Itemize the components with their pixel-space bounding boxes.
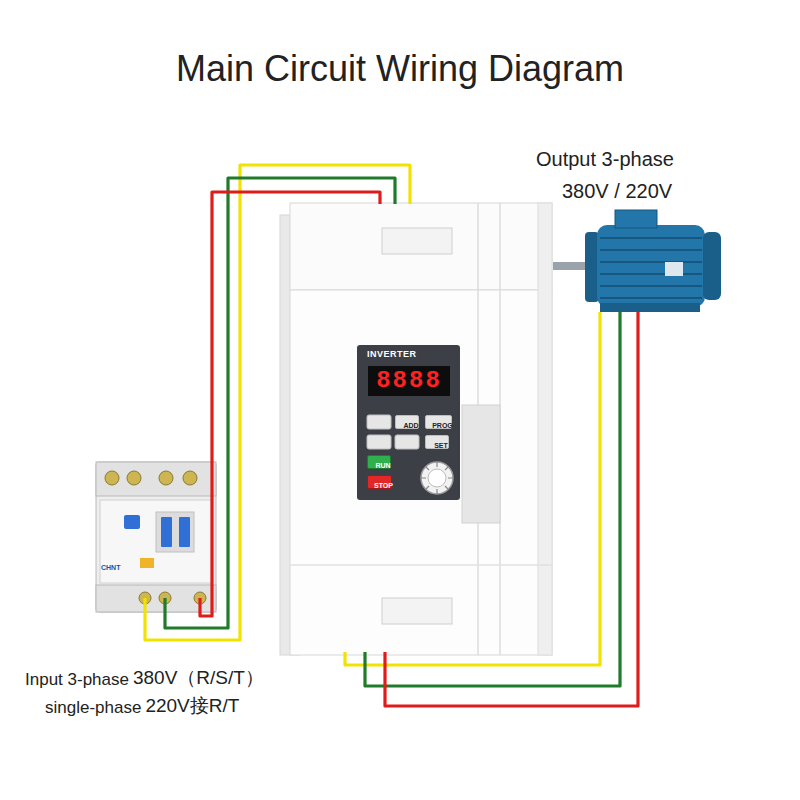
terminal-screw — [183, 471, 197, 485]
wire-red — [200, 192, 380, 616]
note-label: 380V（R/S/T） — [133, 667, 264, 689]
wire-green — [165, 178, 395, 628]
housing-notch — [382, 598, 452, 624]
wire-yellow — [345, 312, 600, 665]
housing-recess — [462, 405, 500, 523]
button-label: ADD — [400, 420, 422, 432]
housing-body — [290, 290, 552, 655]
name-plate — [665, 262, 683, 276]
handle-base — [156, 512, 194, 552]
housing-side — [538, 203, 552, 655]
keypad-button — [367, 415, 391, 429]
speed-knob — [421, 462, 453, 494]
keypad-button: ADD — [395, 415, 419, 429]
note-label: Input 3-phase — [25, 670, 129, 690]
housing-seam — [290, 564, 552, 566]
housing-top — [290, 203, 552, 290]
terminal-screw — [105, 471, 119, 485]
brand-mark: CHNT — [101, 564, 120, 572]
motor-body — [597, 225, 705, 307]
housing-notch — [382, 228, 452, 254]
motor-flange — [585, 232, 599, 302]
keypad-button: SET — [425, 435, 449, 449]
button-label: RUN — [372, 460, 394, 472]
keypad-button — [395, 435, 419, 449]
keypad-button — [367, 435, 391, 449]
terminal-screw — [159, 471, 173, 485]
motor-fins — [600, 238, 702, 298]
breaker-handle — [161, 517, 172, 547]
circuit-breaker — [96, 462, 216, 612]
speed-knob-cap — [428, 469, 446, 487]
button-label: PROG — [430, 420, 455, 432]
note-label: 380V / 220V — [562, 180, 672, 203]
stop-button: STOP — [367, 475, 392, 489]
inverter-housing — [280, 203, 552, 655]
led-digits: 8888 — [368, 366, 450, 396]
motor — [553, 210, 721, 312]
button-label: SET — [430, 440, 452, 452]
breaker-bottom-block — [96, 585, 216, 612]
terminal-screw — [127, 471, 141, 485]
breaker-handle — [179, 517, 190, 547]
keypad-button: PROG — [425, 415, 452, 429]
title: Main Circuit Wiring Diagram — [176, 48, 624, 89]
terminal-box — [615, 210, 657, 228]
brand-text: INVERTER — [367, 349, 417, 360]
keypad — [357, 345, 460, 500]
wire-green — [365, 312, 620, 686]
motor-feet — [600, 303, 700, 312]
knob-ridges — [421, 462, 453, 494]
breaker-top-block — [96, 462, 216, 496]
button-label: STOP — [372, 480, 395, 492]
keypad-panel — [357, 345, 460, 500]
note-label: single-phase — [45, 698, 141, 718]
wires — [145, 165, 638, 706]
breaker-sticker — [140, 558, 154, 568]
keypad-panel: INVERTER 8888ADD PROG SET RUN STOP — [357, 345, 460, 500]
motor-rear-cover — [703, 232, 721, 300]
note-label: 220V接R/T — [145, 695, 239, 717]
breaker-face — [100, 500, 212, 583]
run-button: RUN — [367, 455, 391, 469]
breaker-body — [96, 462, 216, 612]
led-display — [368, 366, 450, 396]
note-label: Output 3-phase — [536, 148, 674, 171]
wire-yellow — [145, 165, 410, 640]
test-button — [124, 515, 140, 529]
